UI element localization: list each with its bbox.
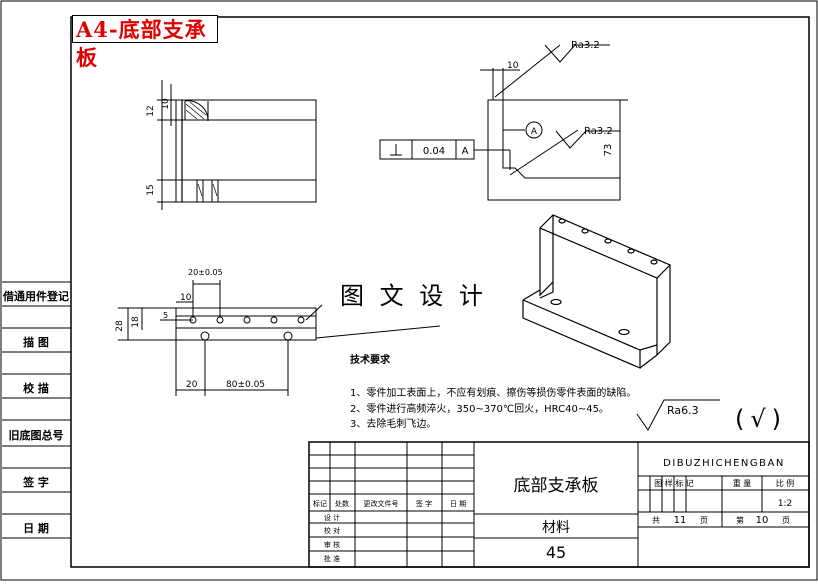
page-unit-1: 页 (700, 516, 708, 525)
front-view (157, 80, 317, 210)
general-roughness-bracket: (√) (735, 405, 787, 433)
row-design: 设 计 (324, 513, 340, 522)
side-label-register: 借通用件登记 (3, 290, 69, 303)
top-view (118, 280, 441, 396)
top-dim-5: 5 (163, 311, 168, 320)
scale-value: 1:2 (778, 499, 792, 509)
tech-req-line1: 1、零件加工表面上，不应有划痕、擦伤等损伤零件表面的缺陷。 (350, 388, 637, 399)
h-stage: 图 样 标 记 (654, 478, 694, 488)
page-unit-2: 页 (782, 516, 790, 525)
drawing-code: DIBUZHICHENGBAN (663, 458, 785, 469)
row-approve: 批 准 (324, 554, 340, 563)
side-label-date: 日 期 (23, 522, 49, 535)
part-name: 底部支承板 (514, 476, 599, 496)
fcf-datum: A (462, 146, 469, 157)
watermark: 图 文 设 计 (336, 276, 491, 311)
fcf-tolerance: 0.04 (423, 146, 445, 157)
tech-req-line2: 2、零件进行高频淬火，350~370℃回火，HRC40~45。 (350, 404, 609, 415)
front-dim-10: 10 (161, 98, 171, 110)
top-dim-20tol: 20±0.05 (188, 268, 223, 277)
side-dim-10: 10 (507, 61, 519, 71)
side-label-check: 校 描 (23, 382, 49, 395)
row-check: 校 对 (324, 526, 340, 535)
tech-req-line3: 3、去除毛刺飞边。 (350, 419, 437, 430)
top-dim-28: 28 (115, 320, 125, 332)
top-dim-20: 20 (186, 380, 198, 390)
side-label-sign: 签 字 (23, 476, 49, 489)
title-block-grid (308, 441, 810, 568)
rev-sign: 签 字 (416, 499, 432, 508)
material-label: 材料 (542, 520, 570, 536)
sheet-label: 第 (736, 515, 744, 525)
total-sheets: 11 (674, 515, 687, 526)
general-roughness-value: Ra6.3 (667, 404, 699, 417)
rev-date: 日 期 (450, 500, 466, 508)
front-dim-12: 12 (146, 105, 156, 116)
rev-mark: 标记 (313, 499, 327, 508)
total-label: 共 (652, 516, 660, 525)
side-view (379, 44, 628, 201)
iso-view (522, 214, 672, 369)
front-dim-15: 15 (146, 184, 156, 195)
h-weight: 重 量 (733, 478, 752, 488)
rev-doc: 更改文件号 (364, 499, 399, 508)
row-review: 审 核 (324, 540, 340, 549)
ra-mid-label: Ra3.2 (584, 126, 613, 137)
side-dim-73: 73 (603, 144, 614, 157)
top-dim-10: 10 (180, 293, 192, 303)
side-column (2, 281, 71, 539)
side-label-trace: 描 图 (23, 336, 49, 349)
datum-a-label: A (531, 127, 538, 137)
top-dim-18: 18 (131, 316, 141, 328)
general-roughness-symbol (636, 399, 720, 431)
tech-req-heading: 技术要求 (350, 355, 390, 366)
material-value: 45 (546, 543, 566, 562)
ra-top-label: Ra3.2 (571, 40, 600, 51)
h-scale: 比 例 (776, 478, 795, 488)
drawing-title-banner: A4-底部支承板 (72, 15, 218, 70)
rev-count: 处数 (335, 499, 349, 508)
side-label-old-number: 旧底图总号 (8, 429, 64, 442)
sheet-number: 10 (756, 515, 769, 526)
top-dim-80tol: 80±0.05 (226, 380, 265, 390)
